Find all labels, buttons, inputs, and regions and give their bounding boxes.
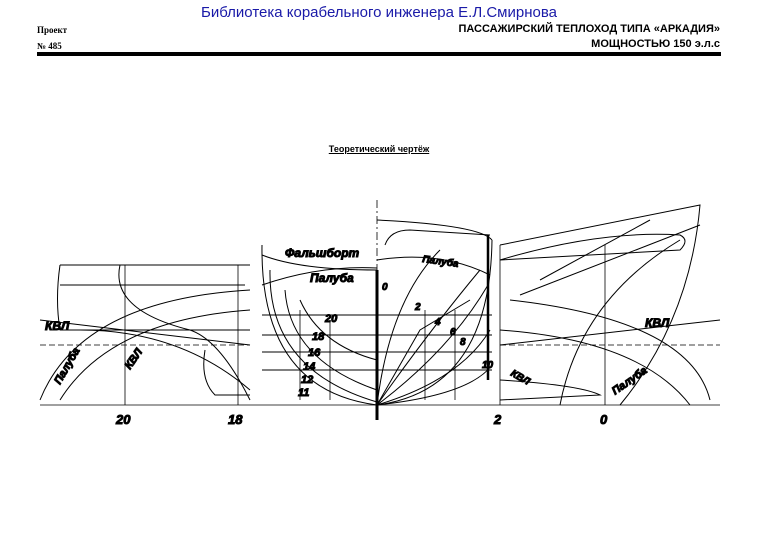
label-deck-stern: Палуба [52, 346, 82, 387]
body-plan [261, 219, 493, 420]
project-label: Проект [37, 25, 68, 35]
library-title: Библиотека корабельного инженера Е.Л.Сми… [201, 4, 557, 21]
svg-text:2: 2 [493, 412, 502, 427]
svg-text:18: 18 [228, 412, 243, 427]
stern-station-numbers: 20 18 16 14 12 11 [298, 313, 339, 400]
svg-text:8: 8 [460, 337, 466, 348]
svg-text:18: 18 [312, 331, 325, 343]
label-kvl-stern: КВЛ [45, 319, 70, 333]
svg-text:14: 14 [303, 361, 315, 373]
bow-station-numbers: 0 2 4 6 8 10 [382, 282, 495, 372]
svg-text:20: 20 [115, 412, 131, 427]
header-rule [37, 52, 721, 56]
svg-text:10: 10 [482, 360, 494, 371]
svg-text:16: 16 [308, 347, 321, 359]
label-deck-body: Палуба [310, 271, 354, 285]
svg-text:2: 2 [414, 302, 421, 313]
svg-text:6: 6 [450, 327, 456, 338]
vessel-title: ПАССАЖИРСКИЙ ТЕПЛОХОД ТИПА «АРКАДИЯ» [458, 23, 720, 35]
drawing-caption: Теоретический чертёж [328, 144, 430, 154]
label-bulwark: Фальшборт [285, 246, 360, 260]
label-kvl-bow: КВЛ [645, 316, 670, 330]
svg-text:0: 0 [600, 412, 608, 427]
bow-profile [499, 204, 721, 406]
vessel-power: МОЩНОСТЬЮ 150 э.л.с [591, 38, 720, 50]
project-number: № 485 [37, 41, 62, 51]
svg-text:4: 4 [434, 317, 441, 328]
stern-profile [39, 264, 251, 401]
bottom-station-numbers: 20 18 2 0 [115, 412, 609, 428]
svg-text:12: 12 [301, 374, 313, 386]
label-deck-bow: Палуба [422, 253, 460, 270]
svg-text:11: 11 [298, 387, 309, 399]
svg-text:20: 20 [324, 313, 338, 325]
label-kvl-stern-2: КВЛ [123, 346, 146, 371]
label-kvl-bow-2: КВЛ [509, 368, 533, 388]
svg-text:0: 0 [382, 282, 388, 293]
